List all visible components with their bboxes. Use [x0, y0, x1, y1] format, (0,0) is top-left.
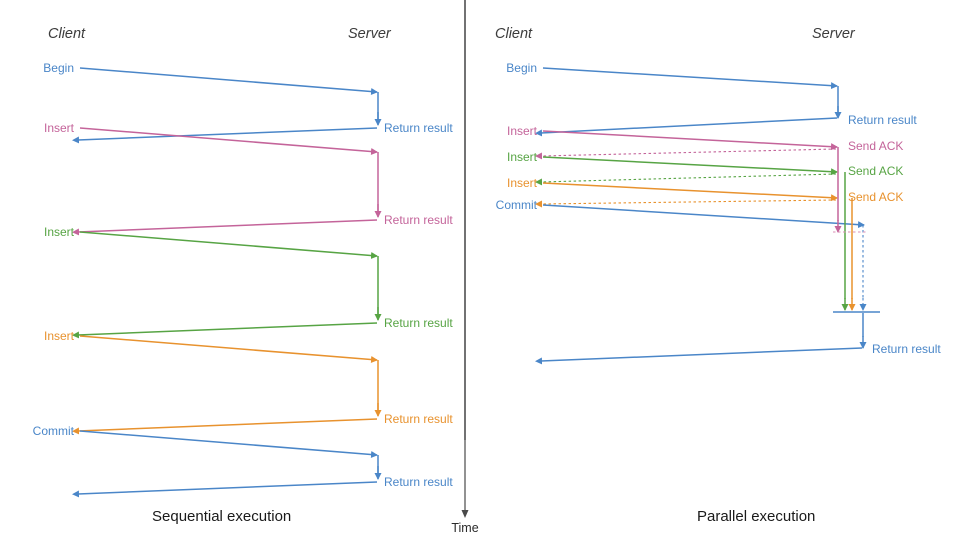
response-arrow-9 — [72, 481, 378, 498]
response-arrow-1 — [72, 127, 378, 144]
request-arrow-0 — [79, 67, 378, 96]
request-arrow-4 — [79, 231, 378, 260]
left-message-label-6: Insert — [44, 329, 75, 343]
right-lane-header-client: Client — [495, 26, 533, 42]
right-message-label-2: Insert — [507, 124, 538, 138]
right-final-return-arrow — [535, 347, 863, 365]
right-ack-arrow-1 — [535, 173, 837, 186]
right-insert-arrow-0 — [542, 130, 838, 151]
request-arrow-6 — [79, 335, 378, 364]
right-begin-arrow — [542, 67, 838, 90]
right-message-label-1: Return result — [848, 113, 917, 127]
right-panel-server-activity-lines — [833, 147, 880, 349]
request-arrow-2 — [79, 127, 378, 156]
right-message-label-4: Insert — [507, 150, 538, 164]
right-message-label-0: Begin — [506, 61, 537, 75]
left-message-label-7: Return result — [384, 412, 453, 426]
right-ack-arrow-0 — [535, 148, 837, 160]
right-ack-arrow-2 — [535, 199, 837, 208]
left-lane-header-server: Server — [348, 26, 392, 42]
left-panel-caption: Sequential execution — [152, 508, 291, 525]
response-arrow-3 — [72, 219, 378, 236]
right-panel-message-arrows — [535, 67, 865, 365]
time-axis-label: Time — [451, 521, 478, 535]
left-message-label-3: Return result — [384, 213, 453, 227]
right-message-label-3: Send ACK — [848, 139, 903, 153]
response-arrow-7 — [72, 418, 378, 435]
request-arrow-8 — [79, 430, 378, 459]
left-lane-header-client: Client — [48, 26, 86, 42]
time-axis-arrowhead — [461, 510, 469, 518]
right-lane-header-server: Server — [812, 26, 856, 42]
left-message-label-8: Commit — [33, 424, 75, 438]
right-message-label-6: Insert — [507, 176, 538, 190]
right-message-label-7: Send ACK — [848, 190, 903, 204]
left-message-label-0: Begin — [43, 61, 74, 75]
right-commit-arrow — [542, 204, 865, 229]
response-arrow-5 — [72, 322, 378, 339]
left-message-label-5: Return result — [384, 316, 453, 330]
left-message-label-1: Return result — [384, 121, 453, 135]
right-panel-caption: Parallel execution — [697, 508, 815, 525]
right-return0-arrow — [535, 117, 838, 137]
left-panel-message-arrows — [72, 67, 382, 498]
left-message-label-4: Insert — [44, 225, 75, 239]
right-insert-arrow-2 — [542, 182, 838, 202]
left-message-label-9: Return result — [384, 475, 453, 489]
right-message-label-5: Send ACK — [848, 164, 903, 178]
right-message-label-8: Commit — [496, 198, 538, 212]
right-message-label-9: Return result — [872, 342, 941, 356]
right-insert-arrow-1 — [542, 156, 838, 176]
left-message-label-2: Insert — [44, 121, 75, 135]
